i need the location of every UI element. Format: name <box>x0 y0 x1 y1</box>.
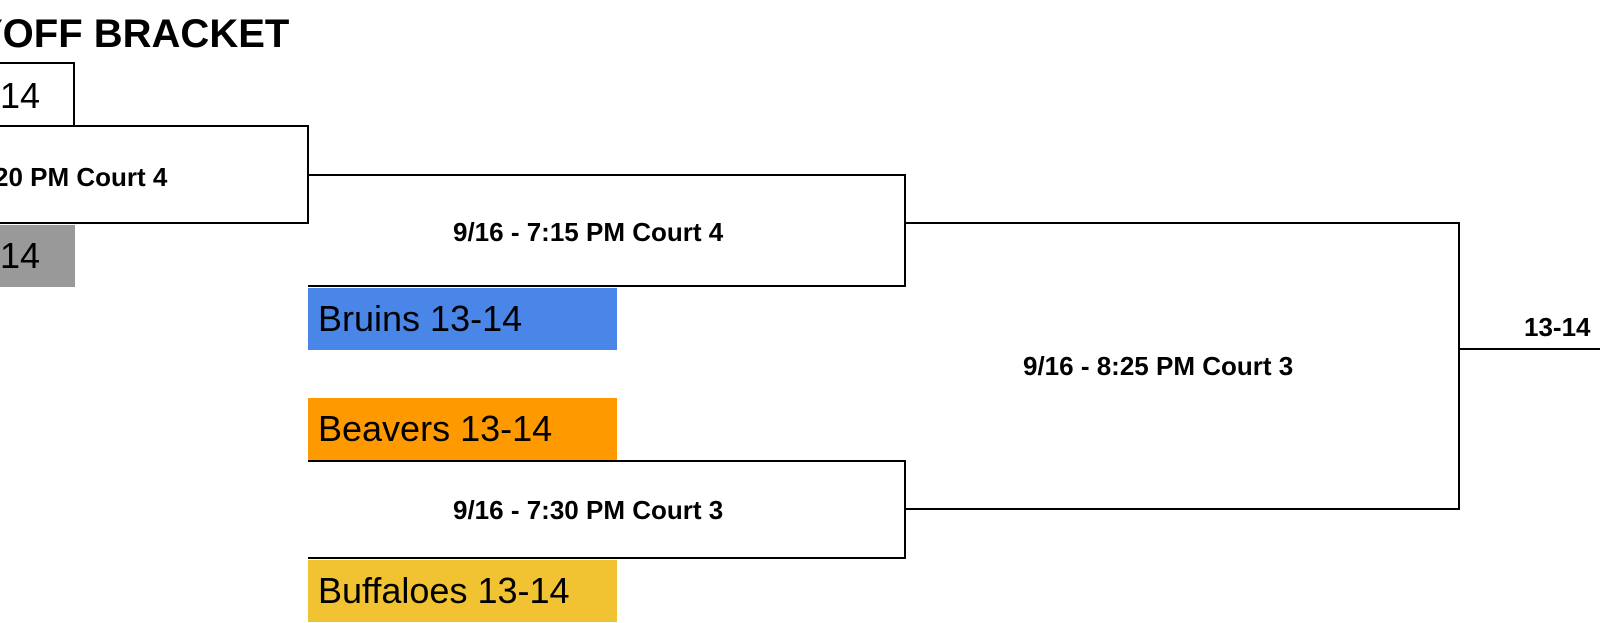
game-box-outline <box>308 174 906 287</box>
game-label: 9/16 - 8:25 PM Court 3 <box>1023 351 1294 381</box>
bracket-connector <box>905 222 1460 510</box>
team-slot: Beavers 13-14 <box>308 398 617 460</box>
team-slot: Buffaloes 13-14 <box>308 560 617 622</box>
team-slot: 14 <box>0 75 41 116</box>
team-box-outline <box>0 62 75 126</box>
team-slot: Bruins 13-14 <box>308 288 617 350</box>
game-label: 13-14 <box>1524 312 1591 342</box>
page-title: YOFF BRACKET <box>0 12 290 56</box>
game-label: 20 PM Court 4 <box>0 162 168 192</box>
team-slot: 14 <box>0 225 75 287</box>
game-label: 9/16 - 7:15 PM Court 4 <box>453 217 724 247</box>
game-label: 9/16 - 7:30 PM Court 3 <box>453 495 724 525</box>
